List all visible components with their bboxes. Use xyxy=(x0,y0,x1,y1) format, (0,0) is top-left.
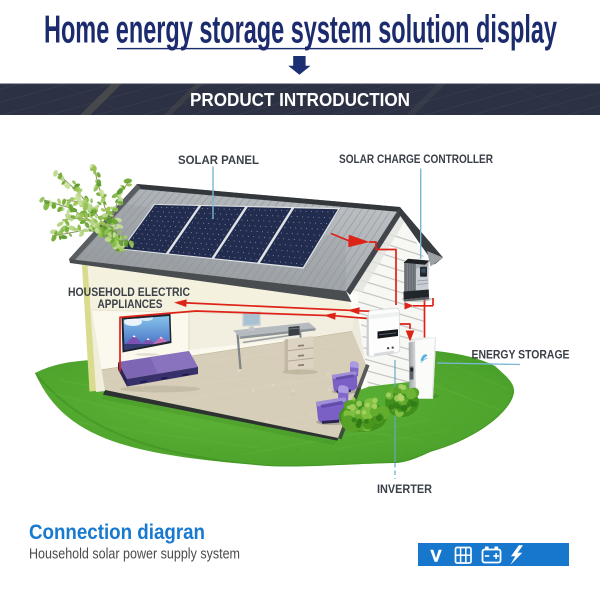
svg-text:SOLAR CHARGE CONTROLLER: SOLAR CHARGE CONTROLLER xyxy=(339,154,494,166)
svg-text:HOUSEHOLD ELECTRIC: HOUSEHOLD ELECTRIC xyxy=(68,287,190,299)
svg-text:INVERTER: INVERTER xyxy=(377,484,433,496)
svg-text:ENERGY STORAGE: ENERGY STORAGE xyxy=(472,350,570,362)
svg-text:APPLIANCES: APPLIANCES xyxy=(98,299,163,311)
svg-text:V: V xyxy=(431,548,442,566)
svg-text:SOLAR PANEL: SOLAR PANEL xyxy=(178,155,259,167)
svg-text:Household solar power supply s: Household solar power supply system xyxy=(29,547,240,563)
svg-text:Connection diagran: Connection diagran xyxy=(29,521,205,544)
svg-text:Home energy storage system sol: Home energy storage system solution disp… xyxy=(44,9,557,52)
svg-text:PRODUCT INTRODUCTION: PRODUCT INTRODUCTION xyxy=(190,89,410,110)
